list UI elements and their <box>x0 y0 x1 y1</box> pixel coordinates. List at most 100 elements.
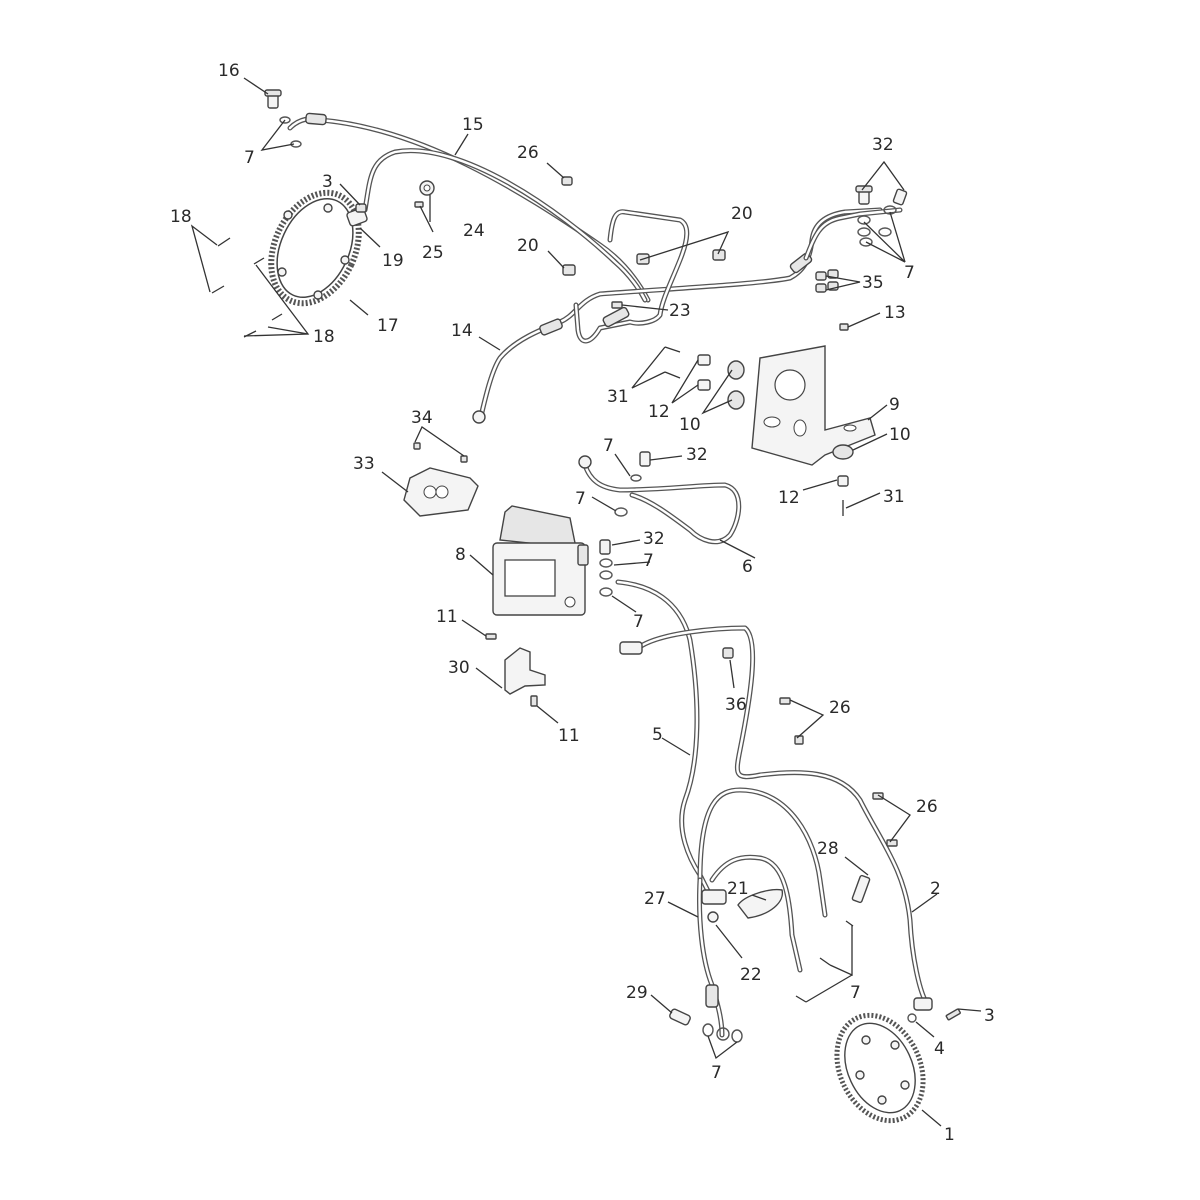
mounting-bracket-9 <box>751 345 876 466</box>
callout-31: 31 <box>883 487 905 507</box>
callout-3: 3 <box>322 172 333 192</box>
banjo-bolts-32 <box>855 185 908 206</box>
callout-25: 25 <box>422 243 444 263</box>
clip-20 <box>562 264 576 276</box>
clips-35 <box>815 269 839 293</box>
callout-30: 30 <box>448 658 470 678</box>
washer-7 <box>599 558 613 568</box>
callout-7: 7 <box>633 612 644 632</box>
joint-22 <box>701 889 727 923</box>
callout-9: 9 <box>889 395 900 415</box>
callout-26: 26 <box>916 797 938 817</box>
banjo-bolt-32 <box>639 451 651 467</box>
callout-32: 32 <box>686 445 708 465</box>
screw-3 <box>945 1008 961 1021</box>
callout-16: 16 <box>218 61 240 81</box>
callout-11: 11 <box>558 726 580 746</box>
hose-clamp-21 <box>737 888 784 919</box>
clip-26 <box>779 697 791 705</box>
callout-8: 8 <box>455 545 466 565</box>
hose-6 <box>578 455 742 545</box>
clip-20 <box>712 249 726 261</box>
pipe-right-upper <box>803 207 903 261</box>
callout-36: 36 <box>725 695 747 715</box>
callout-15: 15 <box>462 115 484 135</box>
abs-modulator-8 <box>492 505 589 616</box>
washer-7 <box>716 1027 730 1041</box>
callout-7: 7 <box>904 263 915 283</box>
washer-7 <box>795 995 807 1003</box>
parts <box>211 89 961 1124</box>
callout-24: 24 <box>463 221 485 241</box>
clip-26 <box>561 176 573 186</box>
callout-29: 29 <box>626 983 648 1003</box>
wheel-speed-sensor-19 <box>346 203 368 227</box>
washer-7 <box>599 587 613 597</box>
washers-7 <box>857 205 897 247</box>
callout-3: 3 <box>984 1006 995 1026</box>
callout-20: 20 <box>731 204 753 224</box>
callout-7: 7 <box>575 489 586 509</box>
sensor-cable-2 <box>635 625 928 1003</box>
banjo-bolt-32 <box>599 539 611 555</box>
callout-34: 34 <box>411 408 433 428</box>
callout-26: 26 <box>829 698 851 718</box>
abs-ring-17 <box>268 189 362 307</box>
clip-26 <box>794 735 804 745</box>
washer-4 <box>907 1013 917 1023</box>
washer-7 <box>731 1029 743 1043</box>
banjo-bolt-28 <box>851 874 871 904</box>
banjo-bolt-16 <box>264 89 282 109</box>
callout-7: 7 <box>603 436 614 456</box>
callout-7: 7 <box>711 1063 722 1083</box>
callout-12: 12 <box>778 488 800 508</box>
washer-7 <box>614 507 628 517</box>
abs-ring-1 <box>834 1012 926 1124</box>
callout-27: 27 <box>644 889 666 909</box>
callout-23: 23 <box>669 301 691 321</box>
screw-11 <box>530 695 538 707</box>
callout-19: 19 <box>382 251 404 271</box>
bolts-31 <box>664 346 844 516</box>
washer-7 <box>702 1023 714 1037</box>
leader-lines <box>190 77 982 1127</box>
callout-13: 13 <box>884 303 906 323</box>
callout-1: 1 <box>944 1125 955 1145</box>
callout-5: 5 <box>652 725 663 745</box>
clip-26 <box>872 792 884 800</box>
bolts-18 <box>211 237 283 338</box>
pipe-loop <box>573 209 690 344</box>
bracket-30 <box>504 647 546 695</box>
callout-10: 10 <box>679 415 701 435</box>
pipe-fitting-14 <box>472 410 486 424</box>
screw-34 <box>413 442 421 450</box>
rear-wheel-speed-sensor-2 <box>913 997 933 1011</box>
callout-20: 20 <box>517 236 539 256</box>
callout-7: 7 <box>244 148 255 168</box>
washer-7 <box>279 116 291 124</box>
callout-21: 21 <box>727 879 749 899</box>
callout-35: 35 <box>862 273 884 293</box>
grommets-10 <box>727 360 854 460</box>
cover-33 <box>403 467 479 517</box>
washer-7 <box>819 957 831 966</box>
callout-14: 14 <box>451 321 473 341</box>
brake-lines <box>287 112 928 1038</box>
callout-7: 7 <box>850 983 861 1003</box>
hose-27 <box>697 877 725 1038</box>
screw-25 <box>414 201 424 208</box>
screw-13 <box>839 323 849 331</box>
hose-loop-rear <box>697 787 828 973</box>
washer-7 <box>599 570 613 580</box>
clip-36 <box>722 647 734 659</box>
hose-guide-24 <box>419 180 435 196</box>
callout-33: 33 <box>353 454 375 474</box>
callout-4: 4 <box>934 1039 945 1059</box>
callout-12: 12 <box>648 402 670 422</box>
callout-32: 32 <box>643 529 665 549</box>
callout-32: 32 <box>872 135 894 155</box>
callout-10: 10 <box>889 425 911 445</box>
callout-26: 26 <box>517 143 539 163</box>
callout-17: 17 <box>377 316 399 336</box>
